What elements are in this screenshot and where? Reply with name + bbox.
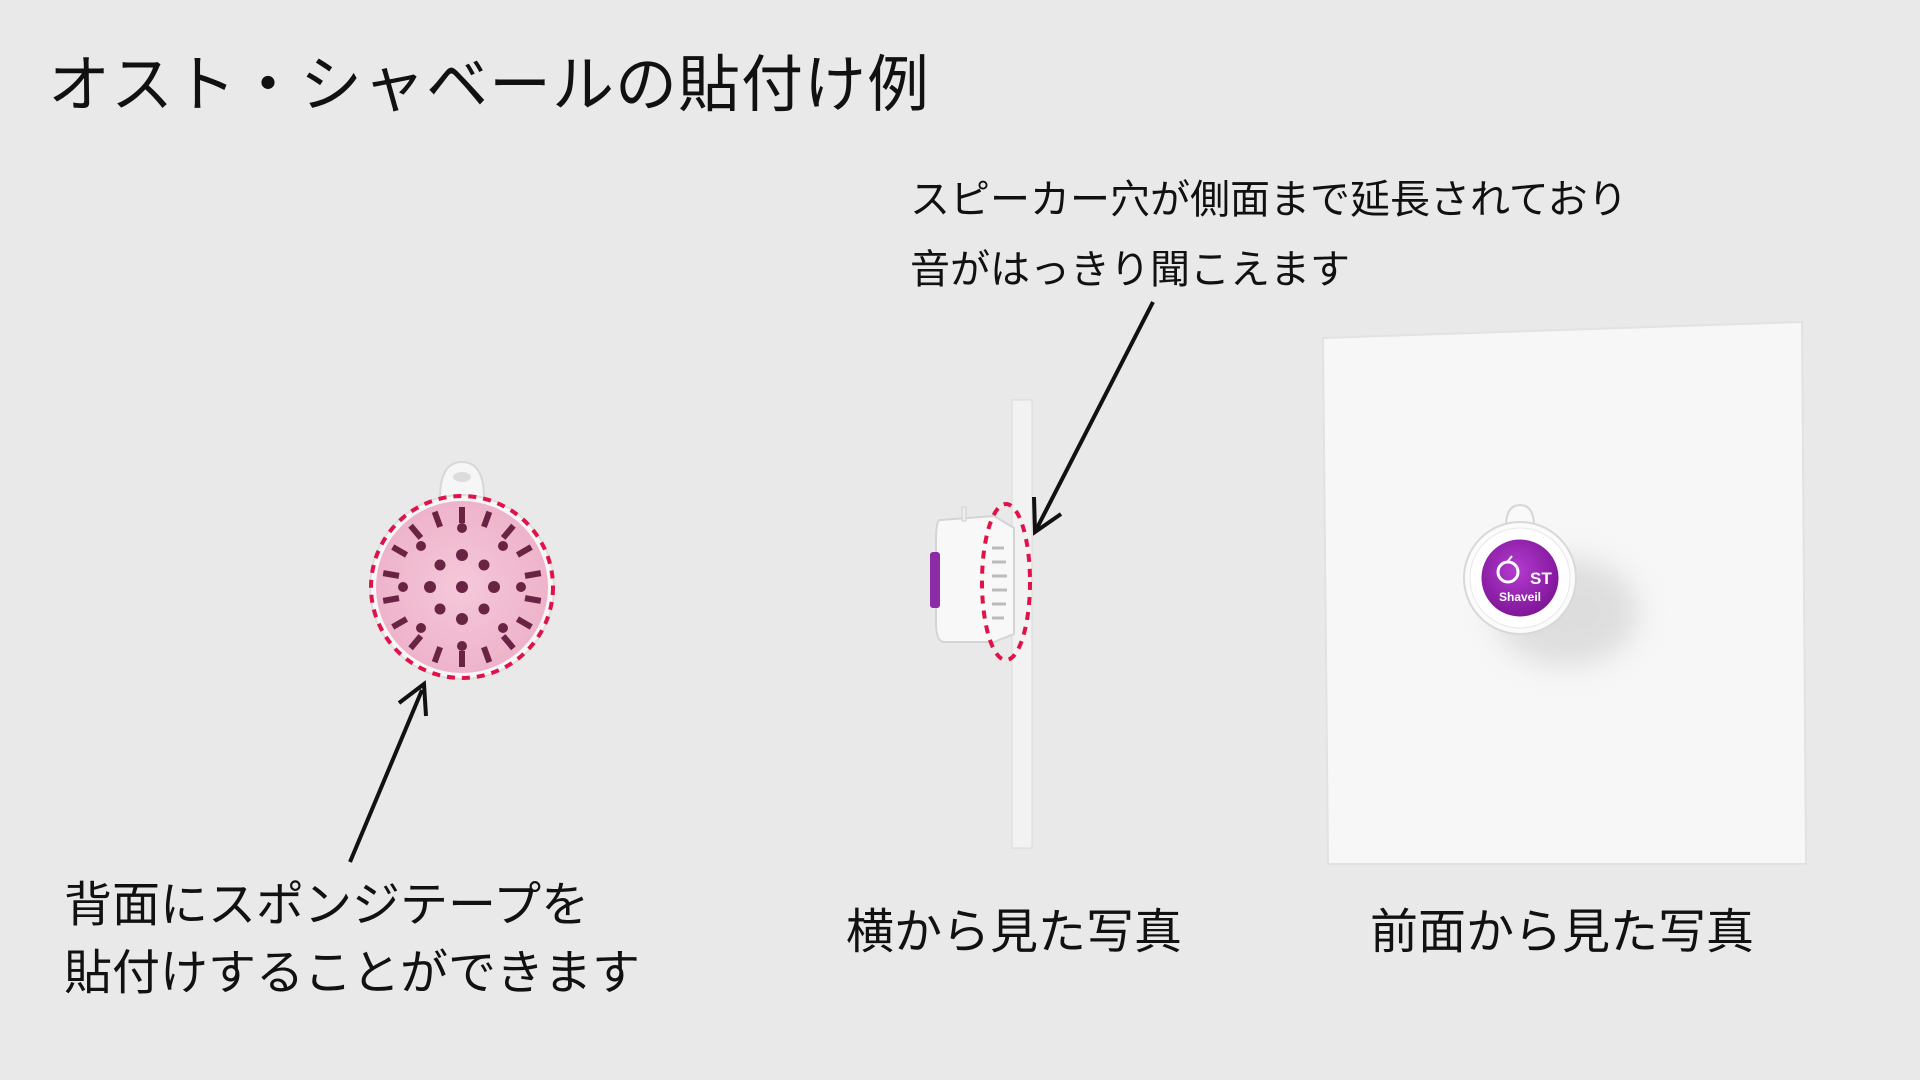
device-back-view <box>369 460 555 680</box>
arrow-to-back <box>348 680 428 863</box>
caption-front-view: 前面から見た写真 <box>1370 904 1755 960</box>
logo-text-bottom: Shaveil <box>1499 590 1541 604</box>
device-front-view: ST Shaveil <box>1321 320 1808 865</box>
logo-text-top: ST <box>1530 569 1552 588</box>
side-highlight-ellipse <box>980 502 1032 662</box>
side-annotation-line-2: 音がはっきり聞こえます <box>910 247 1350 293</box>
arrow-to-side <box>1032 301 1155 536</box>
caption-side-view: 横から見た写真 <box>846 904 1183 960</box>
side-annotation-line-1: スピーカー穴が側面まで延長されており <box>910 177 1628 223</box>
back-annotation-line-2: 貼付けすることができます <box>64 945 641 1001</box>
back-highlight-circle <box>369 494 555 680</box>
speaker-holes <box>398 523 526 651</box>
back-annotation-line-1: 背面にスポンジテープを <box>64 877 590 933</box>
speaker-slots <box>382 507 542 667</box>
device-side-view <box>930 399 1033 849</box>
logo-badge <box>1478 536 1562 620</box>
page-title: オスト・シャベールの貼付け例 <box>48 48 931 121</box>
